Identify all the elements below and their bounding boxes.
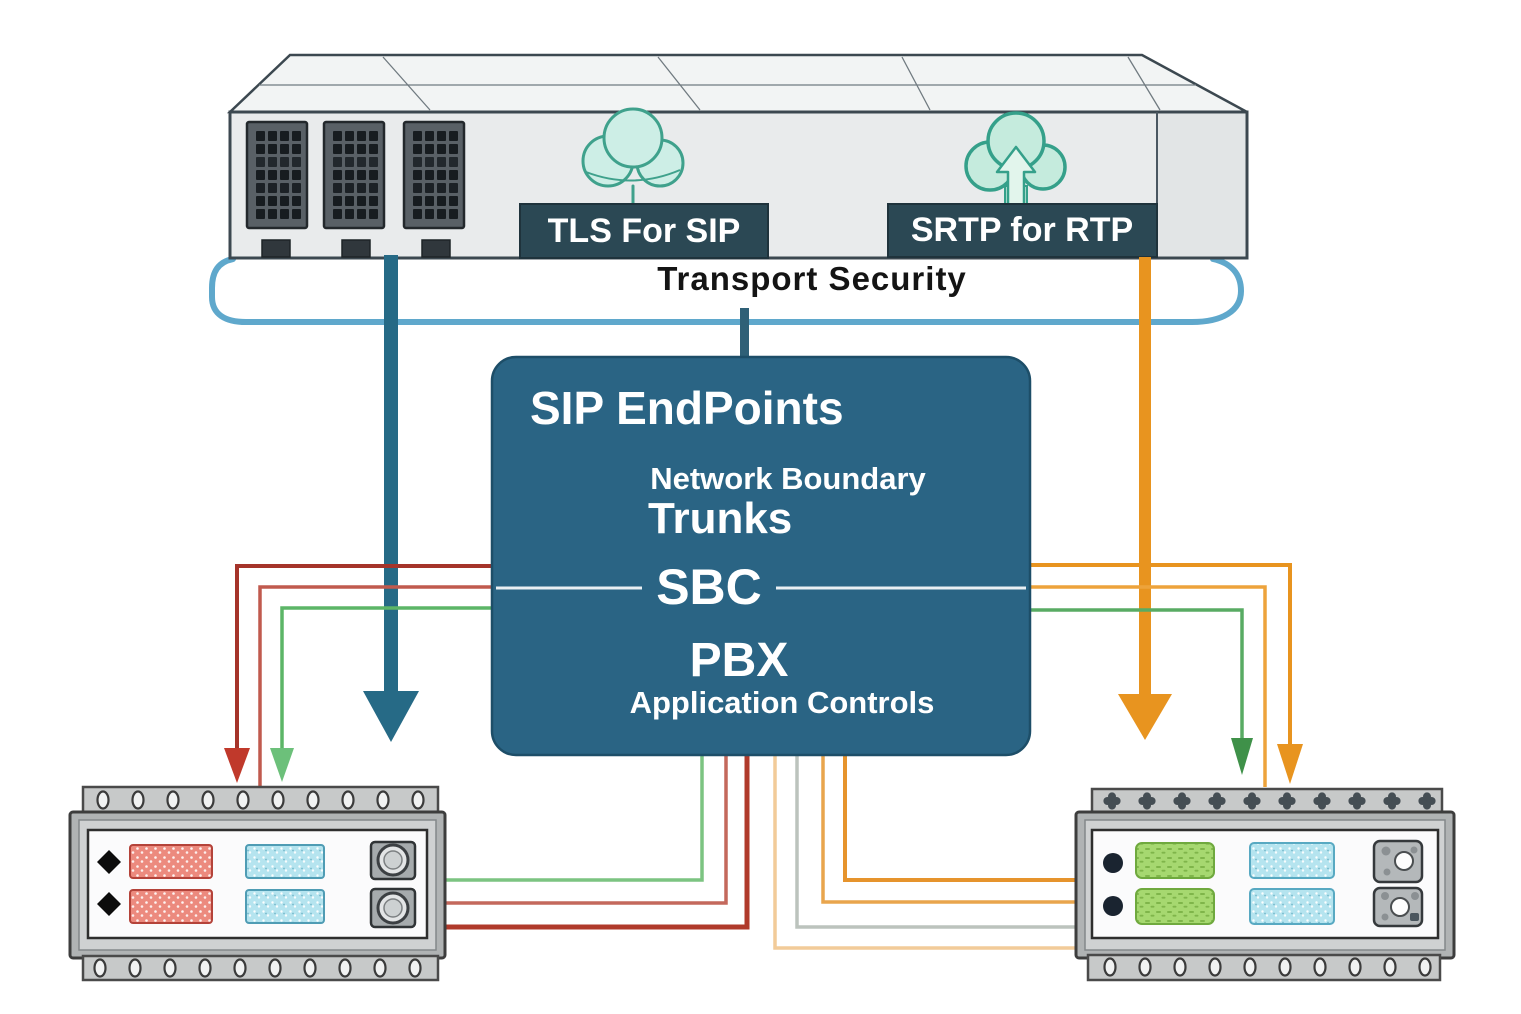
srtp-label: SRTP for RTP (887, 203, 1158, 258)
io-module-cyan-right-2 (1249, 888, 1335, 925)
port-panel-feet (261, 239, 451, 258)
sbc-left-green-link (280, 606, 492, 750)
io-module-cyan-right-1 (1249, 842, 1335, 879)
sbc-left-links (224, 564, 492, 787)
status-led-1 (1103, 853, 1123, 873)
transport-security-band (209, 256, 1245, 325)
sbc-box: SIP EndPoints Network Boundary Trunks SB… (490, 355, 1032, 757)
sbc-right-green-link (1030, 608, 1244, 740)
tls-label-text: TLS For SIP (548, 212, 741, 250)
sbc-bottom-links (446, 752, 1078, 950)
band-to-sbc-connector (740, 308, 749, 360)
sbc-right-links (1030, 563, 1303, 787)
signaling-arrow-teal (363, 255, 419, 742)
bottom-link-orange (821, 752, 1078, 904)
bottom-link-red (446, 752, 750, 930)
bottom-link-salmon (446, 752, 728, 905)
io-module-cyan-left-2 (245, 889, 325, 924)
port-panel-1 (245, 120, 309, 230)
orange-arrowhead (1277, 744, 1303, 784)
bottom-link-gray (795, 752, 1078, 929)
srtp-label-text: SRTP for RTP (911, 211, 1133, 249)
sbc-right-orange-link (1030, 563, 1292, 745)
red-arrowhead (224, 748, 250, 783)
green-arrowhead (270, 748, 294, 782)
diamond-indicator-1 (97, 850, 121, 874)
bottom-link-green (446, 752, 704, 882)
cloud-icon (581, 107, 685, 208)
tls-label: TLS For SIP (519, 203, 769, 259)
io-module-red-2 (129, 889, 213, 924)
sip-endpoints-label: SIP EndPoints (530, 382, 844, 434)
connector-block-1 (1372, 839, 1424, 884)
right-endpoint-device (1074, 787, 1456, 982)
status-led-2 (1103, 896, 1123, 916)
trunks-label: Trunks (648, 494, 792, 543)
media-arrow-orange (1118, 257, 1172, 740)
cloud-upload-icon (964, 111, 1067, 207)
connector-block-2 (1372, 886, 1424, 928)
io-module-red-1 (129, 844, 213, 879)
gateway-top-gridlines (259, 56, 1196, 111)
pbx-label: PBX (690, 634, 789, 687)
gateway-top-face (226, 53, 1248, 114)
bottom-link-pale-orange (773, 752, 1078, 950)
sbc-left-dark-red-link (235, 564, 492, 750)
network-boundary-label: Network Boundary (650, 461, 926, 496)
io-module-green-1 (1135, 842, 1215, 879)
knob-control-2 (369, 887, 417, 929)
sbc-right-orange-light-link (1030, 585, 1267, 787)
knob-control-1 (369, 840, 417, 881)
io-module-green-2 (1135, 888, 1215, 925)
left-endpoint-device (68, 785, 447, 982)
gateway-side-face (1157, 114, 1245, 256)
io-module-cyan-left-1 (245, 844, 325, 879)
sbc-left-salmon-link (258, 585, 492, 787)
gateway-device (226, 53, 1249, 260)
diamond-indicator-2 (97, 892, 121, 916)
transport-security-label: Transport Security (657, 260, 967, 297)
port-panel-3 (402, 120, 466, 230)
application-controls-label: Application Controls (630, 685, 935, 720)
sbc-label: SBC (656, 559, 762, 615)
bottom-link-dark-orange (843, 752, 1078, 882)
port-panel-2 (322, 120, 386, 230)
green-arrowhead-right (1231, 738, 1253, 775)
